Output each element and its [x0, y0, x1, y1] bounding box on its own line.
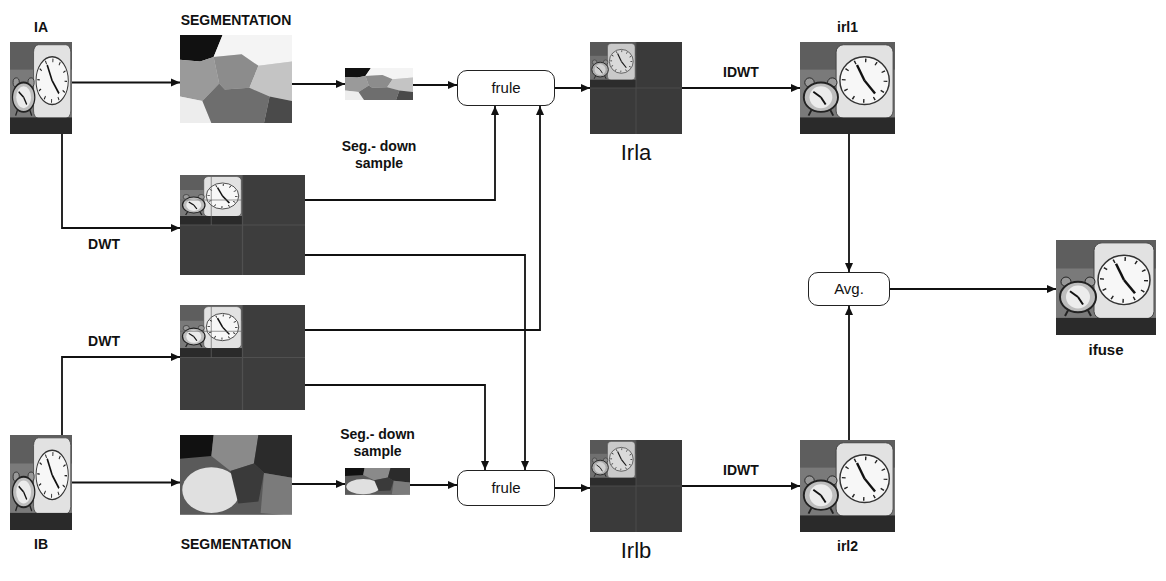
dwt-coefficients [180, 175, 305, 275]
image-label: IA [34, 19, 48, 36]
image-label: Irlb [621, 538, 652, 564]
coefficient-image: Irla [590, 42, 682, 134]
connector-arrow [555, 487, 590, 489]
image-label: irl2 [837, 538, 858, 555]
connector-arrow [72, 482, 180, 484]
box-label: frule [491, 79, 520, 97]
source-image-a [10, 42, 72, 134]
connector-arrow [555, 87, 590, 89]
downsampled-map [345, 68, 413, 100]
edge-label: IDWT [721, 462, 761, 479]
downsampled-map [345, 468, 410, 500]
connector-arrow [682, 87, 800, 89]
fused-coefficients [590, 42, 682, 134]
fused-image: ifuse [1056, 240, 1156, 335]
reconstructed-image: irl1 [800, 42, 895, 134]
average-box: Avg. [808, 272, 890, 306]
image-label: ifuse [1088, 341, 1123, 359]
dwt-image [180, 305, 305, 410]
coefficient-image: Irlb [590, 440, 682, 532]
connector-arrow [890, 288, 1056, 290]
connector-arrow [848, 306, 850, 440]
image-label: SEGMENTATION [181, 12, 292, 29]
connector-arrow [305, 255, 525, 470]
segmentation-map [180, 35, 292, 123]
connector-arrow [292, 83, 345, 85]
image-label: SEGMENTATION [181, 536, 292, 553]
connector-arrow [682, 485, 800, 487]
reconstructed-image [800, 440, 895, 532]
source-image: IB [10, 435, 72, 530]
segmentation-image: SEGMENTATION [180, 35, 292, 123]
rule-box: frule [457, 470, 555, 506]
box-label: frule [491, 479, 520, 497]
segmentation-map [180, 435, 292, 530]
image-label: irl1 [837, 19, 858, 36]
connector-arrow [62, 357, 180, 435]
fused-coefficients [590, 440, 682, 532]
source-image: IA [10, 42, 72, 134]
connector-arrow [62, 134, 180, 228]
connector-arrow [413, 84, 457, 86]
image-label: Irla [621, 140, 652, 166]
box-label: Avg. [834, 280, 864, 298]
connector-arrow [410, 484, 457, 486]
source-image-b [10, 435, 72, 530]
segmentation-image: SEGMENTATION [180, 435, 292, 530]
dwt-coefficients [180, 305, 305, 410]
downsample-image: Seg.- down sample [345, 468, 410, 500]
edge-label: IDWT [721, 64, 761, 81]
fused-image [1056, 240, 1156, 335]
edge-label: DWT [86, 333, 122, 350]
image-label: IB [34, 536, 48, 553]
reconstructed-image: irl2 [800, 440, 895, 532]
connector-arrow [305, 106, 540, 330]
image-label: Seg.- down sample [334, 138, 424, 172]
connector-arrow [305, 106, 495, 200]
connector-arrow [848, 134, 850, 272]
connector-arrow [72, 82, 180, 84]
reconstructed-image [800, 42, 895, 134]
edge-label: DWT [86, 236, 122, 253]
downsample-image: Seg.- down sample [345, 68, 413, 100]
rule-box: frule [457, 70, 555, 106]
image-label: Seg.- down sample [333, 426, 423, 460]
dwt-image [180, 175, 305, 275]
connector-arrow [292, 483, 345, 485]
connector-arrow [305, 385, 485, 470]
